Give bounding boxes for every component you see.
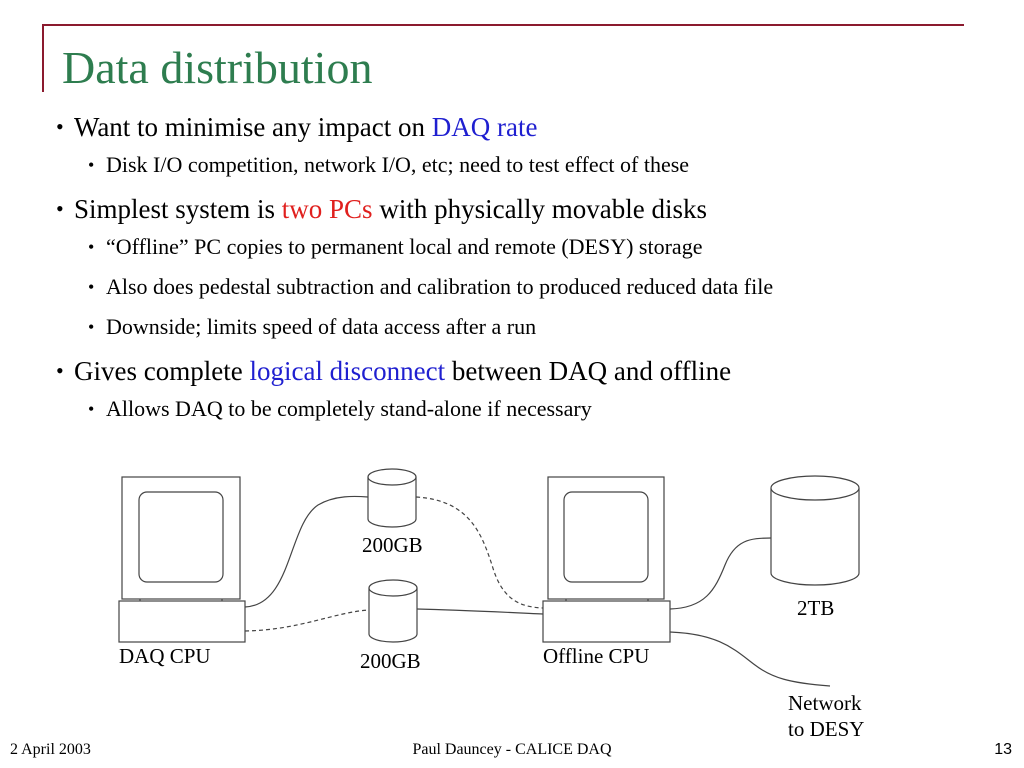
daq-cpu-label: DAQ CPU bbox=[119, 644, 211, 668]
cable-daq-to-bottom-disk bbox=[244, 609, 370, 632]
disk-top-label: 200GB bbox=[362, 533, 423, 557]
disk-top-icon bbox=[367, 468, 417, 528]
bullet-text: Gives complete bbox=[74, 356, 250, 386]
storage-label: 2TB bbox=[797, 596, 834, 620]
cable-bottom-disk-to-offline bbox=[416, 608, 544, 615]
frame-left-rule bbox=[42, 24, 44, 92]
network-label-line2: to DESY bbox=[788, 717, 864, 741]
highlight-daq-rate: DAQ rate bbox=[431, 112, 538, 142]
bullet-text: Want to minimise any impact on bbox=[74, 112, 432, 142]
page-number: 13 bbox=[994, 741, 1012, 758]
cable-offline-to-storage bbox=[669, 537, 772, 610]
cable-top-disk-to-offline bbox=[415, 496, 544, 609]
sub-bullet-offline-pc: “Offline” PC copies to permanent local a… bbox=[88, 232, 986, 262]
sub-bullet-stand-alone: Allows DAQ to be completely stand-alone … bbox=[88, 394, 986, 424]
bullet-two-pcs: Simplest system is two PCs with physical… bbox=[56, 192, 986, 226]
disk-bottom-icon bbox=[368, 579, 418, 643]
network-label-line1: Network bbox=[788, 691, 862, 715]
offline-cpu-label: Offline CPU bbox=[543, 644, 649, 668]
storage-2tb-icon bbox=[770, 475, 860, 586]
highlight-logical-disconnect: logical disconnect bbox=[249, 356, 446, 386]
bullet-logical-disconnect: Gives complete logical disconnect betwee… bbox=[56, 354, 986, 388]
sub-bullet-downside: Downside; limits speed of data access af… bbox=[88, 312, 986, 342]
offline-monitor-icon bbox=[547, 476, 665, 600]
slide-title: Data distribution bbox=[62, 42, 373, 93]
bullet-text: between DAQ and offline bbox=[445, 356, 732, 386]
bullet-text: with physically movable disks bbox=[372, 194, 708, 224]
frame-top-rule bbox=[42, 24, 964, 26]
bullet-list: Want to minimise any impact on DAQ rate … bbox=[56, 110, 986, 436]
offline-cpu-box-icon bbox=[542, 599, 671, 643]
sub-bullet-disk-io: Disk I/O competition, network I/O, etc; … bbox=[88, 150, 986, 180]
cable-daq-to-top-disk bbox=[244, 495, 369, 608]
footer-date: 2 April 2003 bbox=[10, 741, 91, 758]
bullet-daq-rate: Want to minimise any impact on DAQ rate bbox=[56, 110, 986, 144]
daq-cpu-box-icon bbox=[118, 599, 246, 643]
highlight-two-pcs: two PCs bbox=[281, 194, 373, 224]
bullet-text: Simplest system is bbox=[74, 194, 282, 224]
daq-monitor-icon bbox=[121, 476, 241, 600]
cable-offline-to-network bbox=[669, 631, 831, 687]
sub-bullet-pedestal: Also does pedestal subtraction and calib… bbox=[88, 272, 986, 302]
disk-bottom-label: 200GB bbox=[360, 649, 421, 673]
footer-author: Paul Dauncey - CALICE DAQ bbox=[412, 741, 612, 758]
